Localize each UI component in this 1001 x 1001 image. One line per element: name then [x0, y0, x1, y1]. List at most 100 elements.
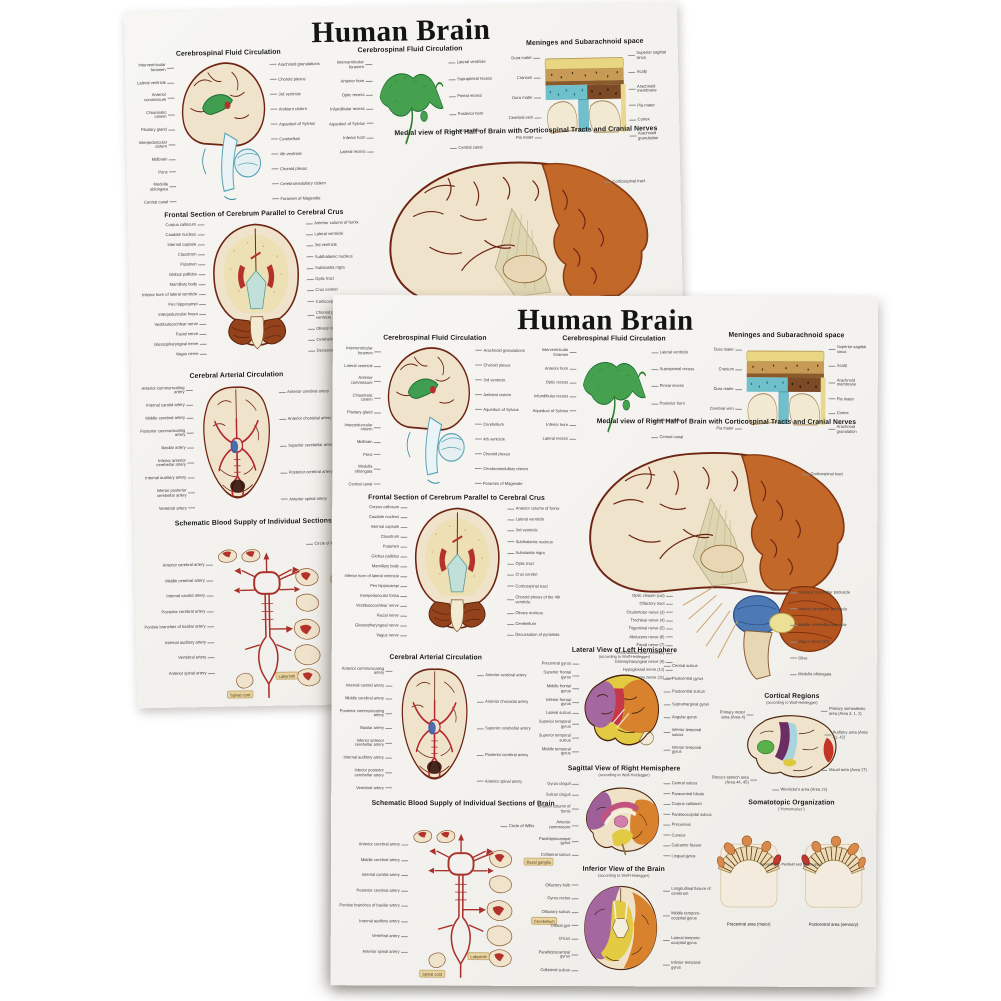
anatomy-label: Parietooccipital sulcus	[663, 811, 712, 817]
anatomy-label: Dura mater	[702, 347, 742, 353]
anatomy-label: Internal carotid artery	[337, 872, 408, 878]
anatomy-label: Broca's speech area (Area 44, 45)	[711, 775, 757, 785]
somatotopic-note: according to Penfield and Rasmussen	[760, 862, 823, 867]
anatomy-label: Scalp	[829, 363, 871, 369]
anatomy-label: Inferior temporal gyrus	[663, 960, 711, 970]
anatomy-label: Calcarine fissure	[663, 843, 711, 849]
section-medial-view: Medial view of Right Half of Brain with …	[524, 418, 870, 687]
anatomy-label: Medulla oblongata	[135, 182, 176, 193]
arterial-circulation-illustration	[401, 668, 468, 780]
section-heading: Schematic Blood Supply of Individual Sec…	[371, 799, 555, 808]
anatomy-label: Oculomotor nerve (3)	[578, 609, 672, 615]
anatomy-label: Corpus callosum	[663, 801, 711, 807]
anatomy-label: Wernicke's area (Area 22)	[772, 787, 832, 793]
anatomy-label: Inferior anterior cerebellar artery	[338, 738, 392, 748]
anatomy-label: Corpus callosum	[340, 504, 407, 510]
chip-labyrinth: Labyrinth	[275, 671, 299, 680]
anatomy-label: Interventricular foramen	[327, 59, 372, 70]
anatomy-label: 3rd ventricle	[270, 91, 325, 97]
anatomy-label: Lingual gyrus	[663, 853, 711, 859]
anatomy-label: Primary motor area (Area 4)	[711, 709, 753, 719]
section-frontal-section: Frontal Section of Cerebrum Parallel to …	[134, 208, 377, 372]
anatomy-label: Olivary nucleus	[507, 610, 572, 616]
anatomy-label: Postcentral sulcus	[664, 689, 712, 695]
meninges-cross-section-illustration	[544, 57, 627, 135]
anatomy-label: Olfactory tract	[578, 601, 672, 607]
anatomy-label: Superior cerebellar peduncle	[790, 589, 869, 595]
anatomy-label: Internal auditory artery	[140, 475, 195, 482]
anatomy-label: Aqueduct of Sylvius	[475, 407, 529, 412]
anatomy-label: Choroid plexus of the 4th ventricle	[507, 594, 573, 604]
anatomy-label: Crus cerebri	[507, 572, 572, 578]
anatomy-label: Middle cerebral artery	[337, 857, 408, 863]
anatomy-label: Infundibular recess	[328, 106, 373, 112]
anatomy-label: Suprapineal recess	[449, 76, 494, 82]
anatomy-label: Vertebral artery	[142, 655, 214, 662]
chip-spinal-cord: Spinal cord	[419, 969, 446, 978]
anatomy-label: Posterior cerebral artery	[141, 608, 213, 615]
ventricular-system-illustration	[379, 73, 444, 145]
section-inferior-view: Inferior View of the Brain (according to…	[535, 866, 713, 983]
section-cortical-regions: Cortical Regions (according to Wolf-Heid…	[711, 693, 871, 798]
anatomy-label: Ambient cistern	[270, 106, 325, 112]
anatomy-label: Parahippocampal gyrus	[536, 949, 578, 959]
section-blood-supply-schematic: Schematic Blood Supply of Individual Sec…	[140, 516, 399, 706]
inferior-brain-illustration	[584, 886, 658, 971]
anatomy-label: Middle temporal gyrus	[537, 746, 579, 756]
csf-sagittal-brain-illustration	[181, 62, 266, 201]
anatomy-label: Lateral ventricle	[507, 517, 572, 522]
anatomy-label: Cortex	[629, 116, 672, 122]
anatomy-label: Precentral gyrus	[537, 661, 579, 667]
anatomy-label: Dura mater	[701, 386, 741, 392]
anatomy-label: Ambient cistern	[475, 392, 529, 398]
anatomy-label: Facial nerve	[138, 331, 206, 338]
anatomy-label: Posterior cerebral artery	[477, 752, 533, 758]
anatomy-label: Foramen of Magendie	[475, 480, 529, 486]
anatomy-label: 3rd ventricle	[475, 377, 529, 383]
anatomy-label: Internal capsule	[136, 242, 204, 248]
anatomy-label: Collateral sulcus	[536, 967, 578, 973]
section-csf-circulation-sagittal: Cerebrospinal Fluid Circulation Interven…	[131, 48, 329, 215]
frontal-section-illustration	[415, 508, 500, 633]
anatomy-label: Central sulcus	[664, 663, 712, 669]
anatomy-label: Pia mater	[829, 396, 871, 402]
anatomy-label: Lateral ventricle	[448, 59, 493, 65]
anatomy-label: Middle frontal gyrus	[537, 683, 579, 693]
anatomy-label: Gyrus cinguli	[536, 781, 578, 787]
blood-supply-diagram	[413, 829, 513, 978]
section-arterial-circulation: Cerebral Arterial Circulation Anterior c…	[337, 654, 534, 799]
anatomy-label: Pons	[340, 452, 380, 457]
anatomy-label: Angular gyrus	[664, 714, 712, 720]
anatomy-label: Superior frontal gyrus	[537, 670, 579, 680]
anatomy-label: 4th ventricle	[475, 436, 529, 442]
anatomy-label: Midbrain	[135, 156, 176, 162]
anatomy-label: Middle temporo-occipital gyrus	[663, 911, 711, 921]
anatomy-label: Subthalamic nucleus	[507, 539, 572, 545]
anatomy-label: Uncus	[536, 936, 578, 942]
anatomy-label: Vertebral artery	[140, 505, 195, 512]
anatomy-label: Anterior cerebral artery	[477, 673, 533, 679]
anatomy-label: Lateral ventricle	[306, 231, 373, 237]
anatomy-label: Visual area (Area 17)	[821, 767, 867, 773]
anatomy-label: Anterior commissure	[340, 375, 380, 385]
anatomy-label: Trigeminal nerve (5)	[578, 626, 672, 631]
anatomy-label: Caudate nucleus	[340, 514, 407, 520]
anatomy-label: Caudate nucleus	[136, 232, 204, 238]
anatomy-label: Cerebellum	[507, 621, 572, 627]
section-lateral-view: Lateral View of Left Hemisphere (accordi…	[536, 647, 714, 764]
arterial-circulation-illustration	[203, 386, 270, 499]
anatomy-label: Vagus nerve	[138, 351, 206, 358]
anatomy-label: Inferior temporal sulcus	[664, 727, 712, 737]
anatomy-label: Foramen of Magendie	[272, 195, 327, 202]
anatomy-label: Crus cerebri	[307, 287, 374, 293]
anatomy-label: Pes hippocampi	[340, 583, 407, 589]
anatomy-label: Pineal recess	[449, 93, 494, 99]
anatomy-label: Sulcus cinguli	[536, 792, 578, 798]
anatomy-label: Midbrain	[340, 439, 380, 445]
anatomy-label: Pineal recess	[651, 383, 695, 389]
